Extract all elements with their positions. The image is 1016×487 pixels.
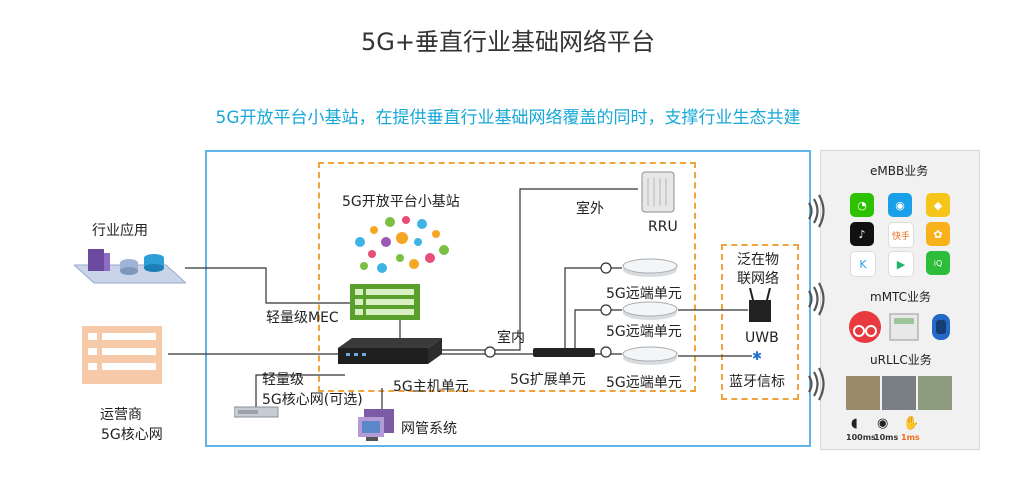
light-core-label-1: 轻量级: [262, 372, 304, 388]
qq-icon: ◉: [888, 193, 912, 217]
expansion-unit-label: 5G扩展单元: [510, 372, 586, 388]
open-platform-frame: [318, 162, 696, 392]
hand-icon: ✋: [903, 416, 920, 431]
latency-label: 10ms: [874, 433, 899, 442]
app-cloud-icon: [355, 216, 449, 273]
industry-app-label: 行业应用: [92, 223, 148, 239]
system-frame: [205, 150, 811, 447]
indoor-label: 室内: [497, 330, 525, 346]
mec-label: 轻量级MEC: [266, 310, 339, 326]
outdoor-label: 室外: [576, 201, 604, 217]
remote-unit-label: 5G远端单元: [606, 286, 682, 302]
rru-icon: [641, 171, 675, 213]
wechat-icon: ◔: [850, 193, 874, 217]
douyin-icon: ♪: [850, 222, 874, 246]
urllc-label: uRLLC业务: [870, 353, 932, 367]
remote-unit-label: 5G远端单元: [606, 324, 682, 340]
expansion-unit-icon: [533, 348, 595, 357]
nms-label: 网管系统: [401, 421, 457, 437]
iot-frame: [721, 244, 799, 400]
remote-unit-label: 5G远端单元: [606, 375, 682, 391]
iot-title-1: 泛在物: [737, 252, 779, 268]
rru-label: RRU: [648, 219, 678, 235]
uwb-device-icon: [749, 288, 771, 322]
page-subtitle: 5G开放平台小基站，在提供垂直行业基础网络覆盖的同时，支撑行业生态共建: [215, 108, 801, 128]
eye-icon: ◉: [877, 416, 889, 431]
urllc-images: [846, 376, 952, 410]
core-server-icon: [234, 406, 279, 418]
kuaishou-live-icon: ✿: [926, 222, 950, 246]
nms-icon: [358, 409, 394, 441]
latency-label: 1ms: [901, 433, 920, 442]
industry-app-icon: [74, 249, 186, 284]
remote-unit-icon: [622, 258, 678, 277]
bluetooth-label: 蓝牙信标: [729, 374, 785, 390]
remote-unit-icon: [622, 301, 678, 320]
embb-label: eMBB业务: [870, 164, 929, 178]
host-unit-icon: [338, 338, 442, 364]
tencent-video-icon: ▶: [888, 251, 914, 277]
operator-label-1: 运营商: [100, 407, 142, 423]
latency-label: 100ms: [846, 433, 876, 442]
uwb-label: UWB: [745, 330, 779, 346]
operator-server-icon: [82, 326, 162, 384]
page-title: 5G+垂直行业基础网络平台: [361, 28, 655, 56]
kugou-icon: K: [850, 251, 876, 277]
bluetooth-icon: ✱: [752, 349, 763, 363]
remote-unit-icon: [622, 346, 678, 365]
mmtc-label: mMTC业务: [870, 290, 932, 304]
game-icon: ◆: [926, 193, 950, 217]
operator-label-2: 5G核心网: [101, 427, 163, 443]
kuaishou-icon: 快手: [888, 222, 914, 248]
mec-device-icon: [350, 284, 420, 320]
host-unit-label: 5G主机单元: [393, 379, 469, 395]
light-core-label-2: 5G核心网(可选): [262, 392, 363, 408]
open-platform-label: 5G开放平台小基站: [342, 194, 460, 210]
iot-title-2: 联网络: [737, 271, 779, 287]
iqiyi-icon: iQ: [926, 251, 950, 275]
ear-icon: ◖: [851, 416, 858, 431]
mmtc-device-icons: [849, 311, 950, 343]
